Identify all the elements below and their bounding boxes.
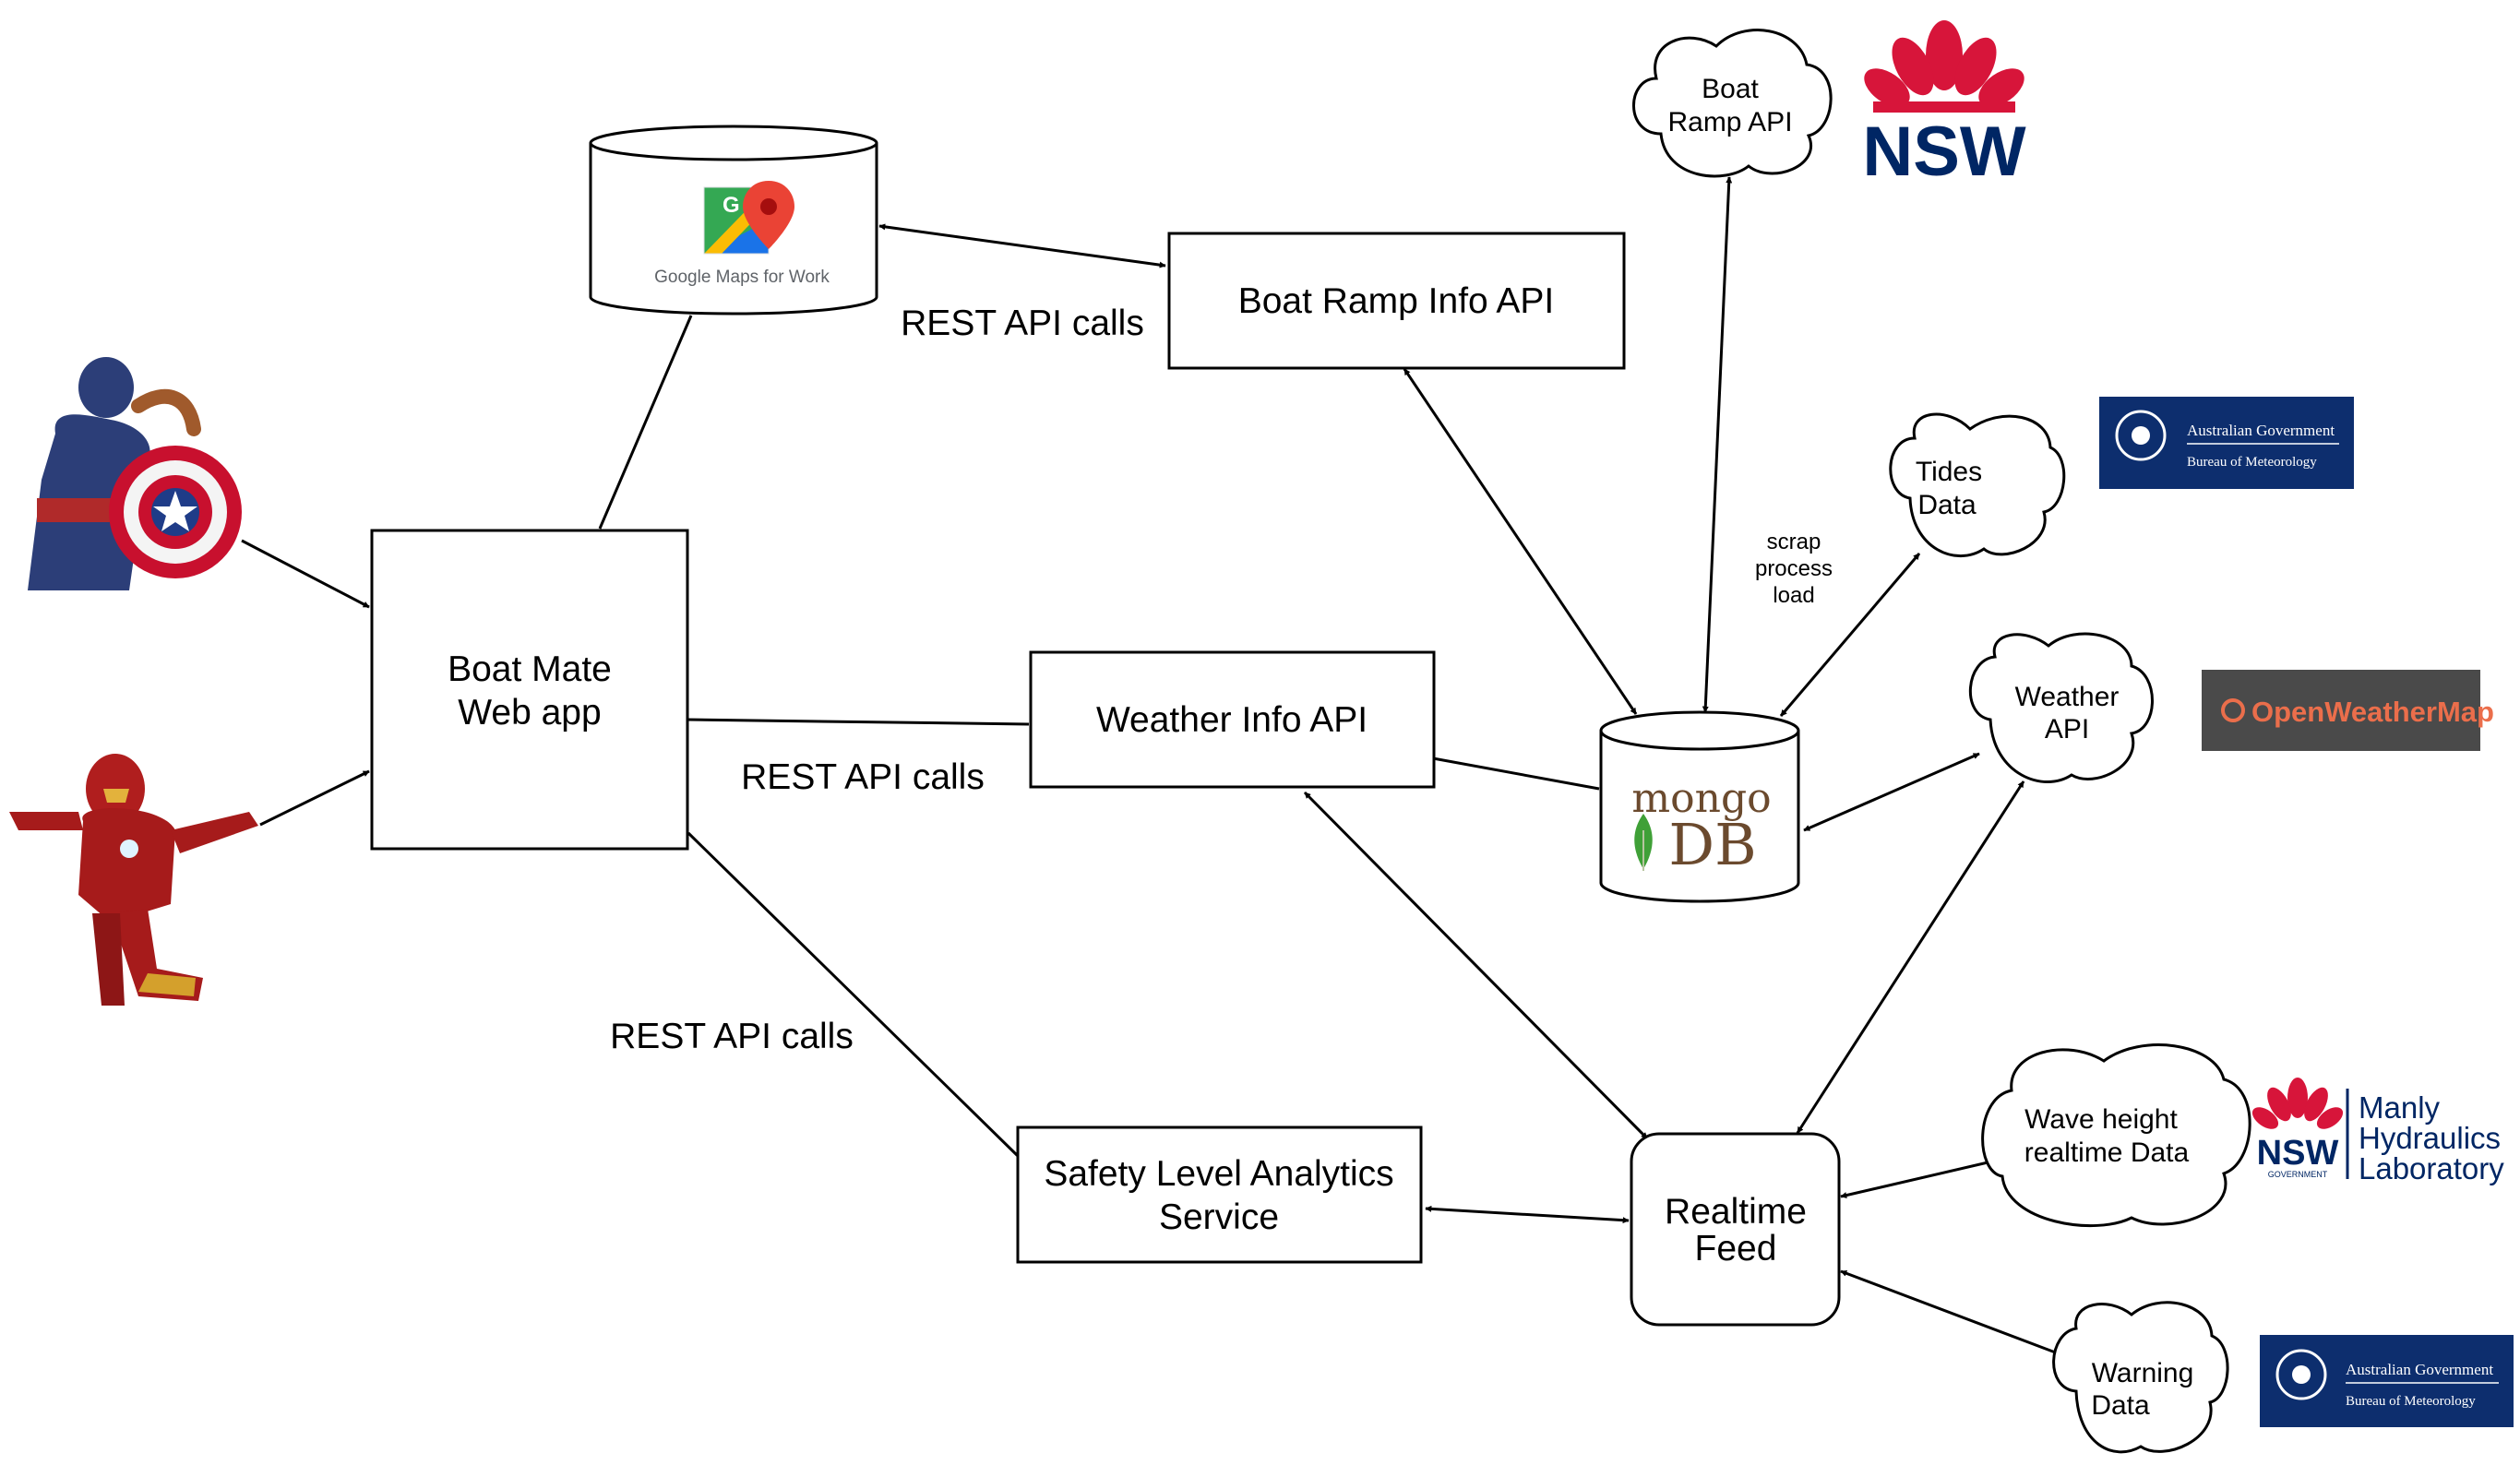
svg-text:Bureau of Meteorology: Bureau of Meteorology: [2187, 455, 2317, 470]
svg-text:process: process: [1755, 556, 1833, 581]
boat-mate-webapp-node: Boat Mate Web app: [370, 529, 689, 851]
svg-text:scrap: scrap: [1767, 530, 1821, 554]
cloud-wave-height: Wave height realtime Data: [1981, 1043, 2251, 1228]
sun-icon: [2221, 698, 2245, 722]
svg-text:Boat Mate: Boat Mate: [448, 649, 612, 689]
coat-of-arms-icon: [2115, 410, 2167, 461]
waratah-small-icon: [2251, 1078, 2344, 1129]
edge-weatherapi-realtime: [1303, 791, 1649, 1140]
svg-text:G: G: [723, 193, 740, 218]
svg-text:Safety Level Analytics: Safety Level Analytics: [1044, 1154, 1393, 1194]
edge-safety-realtime: [1425, 1205, 1630, 1224]
google-maps-caption: Google Maps for Work: [654, 268, 830, 287]
svg-text:NSW: NSW: [1862, 113, 2026, 191]
edges: [241, 176, 2066, 1358]
svg-text:Data: Data: [2091, 1390, 2150, 1421]
edge-user1-webapp: [241, 539, 370, 609]
svg-text:Boat: Boat: [1702, 74, 1759, 104]
boat-ramp-info-api-node: Boat Ramp Info API: [1167, 232, 1626, 370]
svg-text:Boat Ramp Info API: Boat Ramp Info API: [1238, 281, 1555, 321]
svg-text:Warning: Warning: [2092, 1358, 2194, 1388]
svg-text:OpenWeatherMap: OpenWeatherMap: [2251, 696, 2494, 728]
scrap-process-load-label: scrap process load: [1755, 530, 1833, 608]
edge-mongo-weathercloud: [1803, 752, 1980, 832]
openweathermap-logo: OpenWeatherMap: [2202, 670, 2494, 751]
svg-text:Laboratory: Laboratory: [2359, 1151, 2504, 1185]
svg-text:Service: Service: [1159, 1197, 1279, 1237]
edge-mongo-tides: [1779, 553, 1921, 717]
svg-text:Feed: Feed: [1695, 1229, 1777, 1268]
waratah-icon: [1864, 20, 2024, 113]
safety-analytics-node: Safety Level Analytics Service: [1016, 1126, 1423, 1264]
mongodb-wordmark: mongo: [1631, 775, 1771, 822]
user-captain-america-icon: [28, 357, 242, 590]
cloud-warning-data: Warning Data: [2052, 1301, 2229, 1454]
svg-text:Bureau of Meteorology: Bureau of Meteorology: [2346, 1394, 2476, 1409]
bom-logo-bottom: Australian Government Bureau of Meteorol…: [2260, 1335, 2514, 1427]
svg-text:Manly: Manly: [2359, 1090, 2441, 1125]
svg-text:GOVERNMENT: GOVERNMENT: [2268, 1170, 2328, 1179]
svg-text:Australian Government: Australian Government: [2346, 1361, 2493, 1378]
svg-text:Tides: Tides: [1916, 457, 1982, 487]
weather-info-api-node: Weather Info API: [1029, 650, 1436, 789]
svg-text:Wave height: Wave height: [2024, 1104, 2178, 1135]
bom-logo-top: Australian Government Bureau of Meteorol…: [2099, 397, 2354, 489]
svg-text:Data: Data: [1917, 490, 1977, 520]
svg-text:Realtime: Realtime: [1665, 1192, 1807, 1232]
realtime-feed-node: Realtime Feed: [1630, 1132, 1841, 1327]
nsw-logo: NSW: [1862, 20, 2026, 191]
svg-text:Weather Info API: Weather Info API: [1096, 700, 1367, 740]
svg-text:Hydraulics: Hydraulics: [2359, 1121, 2501, 1155]
edge-weathercloud-realtime: [1796, 780, 2025, 1134]
edge-maps-webapp: [598, 315, 693, 530]
user-iron-man-icon: [9, 754, 258, 1006]
maps-rest-label: REST API calls: [901, 304, 1144, 343]
cloud-tides-data: Tides Data: [1889, 412, 2066, 558]
svg-text:API: API: [2045, 714, 2089, 744]
edge-maps-boatrampapi: [878, 223, 1166, 268]
manly-hydraulics-logo: NSW GOVERNMENT Manly Hydraulics Laborato…: [2251, 1078, 2504, 1185]
coat-of-arms-icon: [2275, 1349, 2327, 1400]
mongodb-db-text: DB: [1668, 811, 1756, 878]
weather-rest-label: REST API calls: [741, 757, 985, 797]
edge-boatrampapi-mongo: [1403, 368, 1638, 715]
svg-text:NSW: NSW: [2257, 1134, 2339, 1173]
edge-webapp-safety: [687, 831, 1020, 1158]
edge-weatherapi-mongo: [1432, 756, 1600, 791]
svg-text:Web app: Web app: [458, 693, 601, 732]
edge-realtime-wave: [1840, 1159, 1997, 1198]
svg-text:Weather: Weather: [2015, 682, 2120, 712]
cloud-boat-ramp-api: Boat Ramp API: [1632, 29, 1833, 178]
edge-webapp-weatherapi: [687, 718, 1030, 726]
google-maps-pin-icon: G: [703, 181, 794, 255]
svg-text:load: load: [1773, 583, 1814, 608]
mongodb-datastore: mongo DB: [1599, 710, 1800, 903]
svg-text:Australian Government: Australian Government: [2187, 422, 2335, 439]
safety-rest-label: REST API calls: [610, 1017, 854, 1056]
edge-user2-webapp: [259, 769, 370, 827]
svg-text:realtime Data: realtime Data: [2024, 1137, 2190, 1168]
google-maps-datastore: G Google Maps for Work: [589, 125, 878, 316]
edge-mongo-boatrampcloud: [1702, 176, 1733, 713]
edge-realtime-warning: [1840, 1269, 2066, 1358]
cloud-weather-api: Weather API: [1969, 632, 2154, 783]
svg-text:Ramp API: Ramp API: [1667, 107, 1792, 137]
